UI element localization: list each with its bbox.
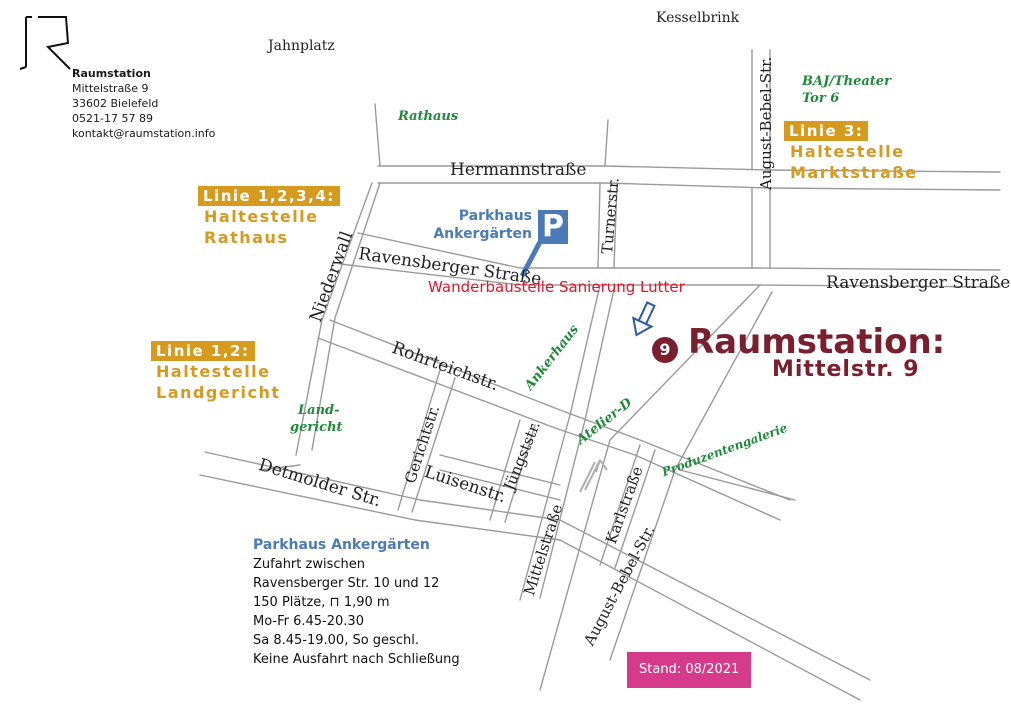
street-edge-turner-left	[597, 182, 601, 269]
street-edge-detmolder-bottom	[199, 474, 861, 701]
street-edge-jungst-left	[489, 419, 521, 521]
parking-arrow-icon	[631, 301, 656, 337]
parking-info-line: Mo-Fr 6.45-20.30	[253, 614, 364, 629]
stand-date-badge: Stand: 08/2021	[627, 652, 752, 688]
landmark-landgericht: Land- gericht	[290, 402, 343, 436]
address-street: Mittelstraße 9	[72, 82, 149, 95]
transit-stop-label: Haltestelle	[156, 362, 271, 381]
street-edge-east-1	[679, 469, 796, 501]
transit-stop-name: Marktstraße	[790, 163, 918, 182]
transit-stop-name: Landgericht	[156, 383, 281, 402]
street-edge-karl-left	[599, 444, 641, 566]
street-edge-karl-right	[614, 449, 656, 569]
parking-info-line: Zufahrt zwischen	[253, 557, 365, 572]
street-label-august-bebel-top: August-Bebel-Str.	[757, 56, 775, 190]
place-kesselbrink: Kesselbrink	[656, 10, 740, 26]
parking-info-line: Sa 8.45-19.00, So geschl.	[253, 633, 419, 648]
street-edge-bebel-diag-1	[539, 284, 761, 691]
address-phone: 0521-17 57 89	[72, 112, 153, 125]
venue-address: Raumstation Mittelstraße 9 33602 Bielefe…	[72, 66, 215, 141]
parking-label-line2: Ankergärten	[433, 226, 532, 242]
two-way-arrow-icon	[579, 459, 608, 493]
venue-marker-icon: 9	[652, 337, 678, 363]
street-edge-luisen-top	[439, 454, 561, 486]
transit-line-badge: Linie 1,2:	[151, 341, 255, 361]
transit-stop-rathaus: Linie 1,2,3,4: Haltestelle Rathaus	[198, 186, 340, 248]
street-edge-bebel-diag-2	[609, 291, 773, 661]
parking-label-line1: Parkhaus	[458, 208, 532, 224]
landmark-baj-line1: BAJ/Theater	[802, 74, 891, 89]
street-edge-gericht-left	[397, 369, 441, 511]
street-edge-rathaus-left	[374, 103, 381, 167]
street-edge-mittel-1	[519, 284, 601, 601]
transit-stop-name: Rathaus	[204, 228, 289, 247]
street-edge-west	[259, 464, 301, 471]
transit-stop-marktstrasse: Linie 3: Haltestelle Marktstraße	[784, 121, 918, 183]
landmark-rathaus: Rathaus	[398, 109, 459, 124]
raumstation-logo-icon	[19, 16, 71, 70]
place-jahnplatz: Jahnplatz	[268, 38, 335, 54]
street-edge-niederwall-left	[295, 182, 373, 456]
parking-info-line: 150 Plätze, ⊓ 1,90 m	[253, 595, 390, 610]
street-edge-rathaus-right	[604, 119, 609, 167]
street-edge-jungst-right	[504, 424, 536, 523]
street-edge-hermann-bottom	[377, 182, 1001, 191]
street-edge-gericht-right	[411, 377, 456, 513]
landmark-landgericht-line2: gericht	[290, 420, 343, 435]
construction-notice: Wanderbaustelle Sanierung Lutter	[428, 278, 685, 296]
landmark-baj-theater: BAJ/Theater Tor 6	[802, 74, 891, 106]
venue-title: Raumstation:	[688, 322, 946, 362]
transit-stop-label: Haltestelle	[204, 207, 319, 226]
street-edge-ravensberger-bottom	[339, 263, 1001, 288]
parking-info-title: Parkhaus Ankergärten	[253, 537, 430, 553]
street-edge-niederwall-right	[311, 182, 381, 451]
landmark-baj-line2: Tor 6	[802, 91, 840, 106]
parking-icon: P	[538, 210, 568, 244]
street-label-ravensberger-right: Ravensberger Straße	[826, 273, 1011, 293]
street-edge-turner-right	[613, 182, 618, 269]
transit-stop-landgericht: Linie 1,2: Haltestelle Landgericht	[151, 341, 281, 403]
address-name: Raumstation	[72, 67, 151, 80]
transit-line-badge: Linie 1,2,3,4:	[198, 186, 340, 206]
street-label-hermannstrasse: Hermannstraße	[450, 160, 587, 180]
parking-label: Parkhaus Ankergärten	[420, 207, 532, 243]
street-edge-hermann-top	[377, 165, 1001, 173]
street-edge-rohrteich-top	[329, 319, 791, 501]
transit-stop-label: Haltestelle	[790, 142, 905, 161]
parking-info-line: Keine Ausfahrt nach Schließung	[253, 652, 460, 667]
landmark-landgericht-line1: Land-	[298, 403, 340, 418]
parking-info-line: Ravensberger Str. 10 und 12	[253, 576, 440, 591]
venue-subtitle: Mittelstr. 9	[772, 357, 920, 382]
transit-line-badge: Linie 3:	[784, 121, 869, 141]
street-edge-detmolder-top	[204, 451, 871, 681]
parking-pointer	[519, 238, 544, 278]
parking-info: Parkhaus Ankergärten Zufahrt zwischen Ra…	[253, 536, 460, 669]
address-email[interactable]: kontakt@raumstation.info	[72, 127, 216, 140]
street-edge-ravensberger-top	[357, 232, 1001, 271]
address-city: 33602 Bielefeld	[72, 97, 159, 110]
